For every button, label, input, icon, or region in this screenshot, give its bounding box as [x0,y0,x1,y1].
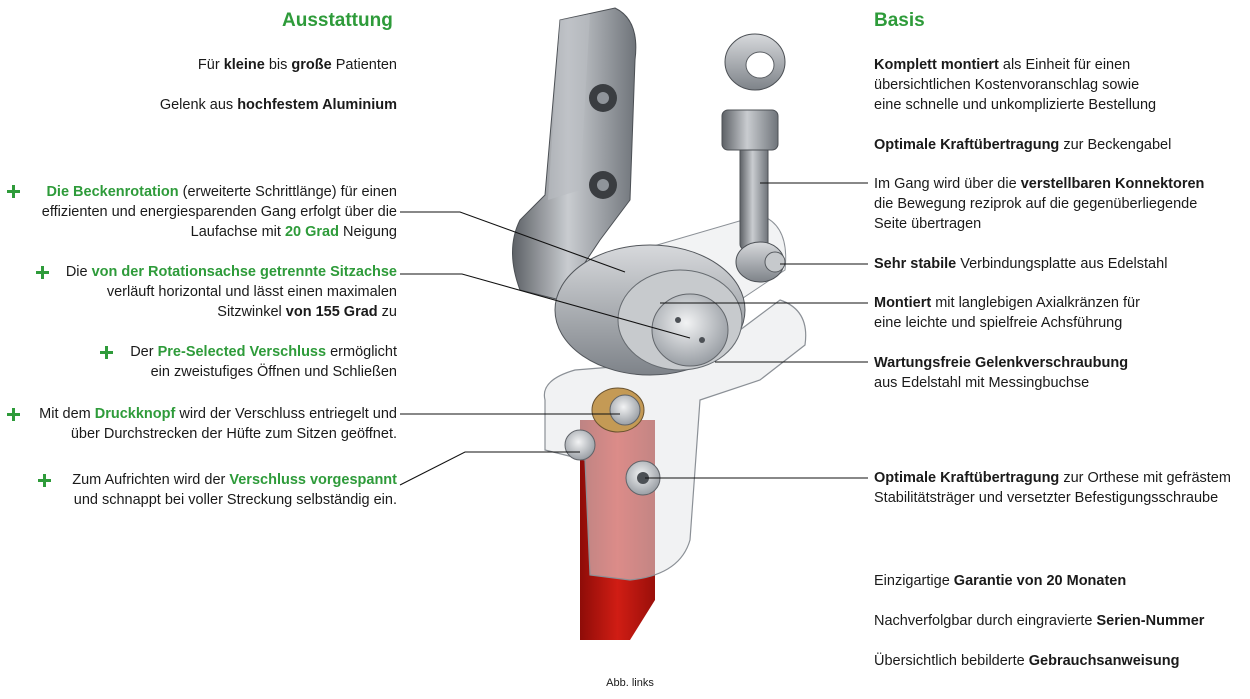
transparent-housing [543,299,807,581]
basis-joint-screw: Wartungsfreie Gelenkverschraubung aus Ed… [874,355,1129,391]
right-heading: Basis [874,10,925,31]
left-heading: Ausstattung [282,10,393,31]
intro-line-2: Gelenk aus hochfestem Aluminium [159,97,397,113]
leader-lines [399,182,868,486]
basis-connectors: Im Gang wird über die verstellbaren Konn… [874,176,1205,232]
intro-line-1: Für kleine bis große Patienten [197,57,397,73]
basis-fully-assembled: Komplett montiert als Einheit für einen … [874,57,1157,113]
plus-icon [7,408,20,421]
basis-force-pelvic: Optimale Kraftübertragung zur Beckengabe… [874,137,1172,153]
basis-manual: Übersichtlich bebilderte Gebrauchsanweis… [874,653,1180,669]
plus-icon [36,266,49,279]
basis-serial-number: Nachverfolgbar durch eingravierte Serien… [874,613,1205,629]
figure-caption: Abb. links [606,677,654,689]
plus-icon [38,474,51,487]
basis-force-orthosis: Optimale Kraftübertragung zur Orthese mi… [874,470,1231,506]
basis-axial-rings: Montiert mit langlebigen Axialkränzen fü… [874,295,1140,331]
basis-connecting-plate: Sehr stabile Verbindungsplatte aus Edels… [874,256,1168,272]
feature-pre-selected-lock: Der Pre-Selected Verschluss ermöglicht e… [130,344,397,380]
basis-warranty: Einzigartige Garantie von 20 Monaten [874,573,1127,589]
side-bolt [564,429,596,461]
feature-seat-axis: Die von der Rotationsachse getrennte Sit… [65,264,397,320]
plus-icon [100,346,113,359]
feature-pelvic-rotation: Die Beckenrotation (erweiterte Schrittlä… [41,184,397,240]
connector-rod [739,144,769,251]
feature-push-button: Mit dem Druckknopf wird der Verschluss e… [39,406,397,442]
plus-icon [7,185,20,198]
axle-disc [651,293,729,367]
feature-preloaded-lock: Zum Aufrichten wird der Verschluss vorge… [72,472,397,508]
